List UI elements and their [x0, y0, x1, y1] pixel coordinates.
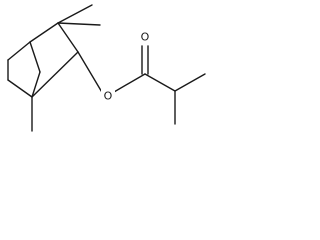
bicyclic-ring: [7, 22, 79, 98]
bond-c5-c4: [7, 79, 33, 98]
bond-c2-c3: [57, 22, 79, 53]
bond-c1-c7: [29, 41, 41, 73]
bond-oxygen-carbonyl: [113, 73, 146, 93]
bond-gem-methyl-2: [57, 22, 101, 26]
chemical-structure-diagram: O O: [7, 4, 206, 132]
atom-labels: O O: [101, 30, 152, 103]
bond-c1-c6: [7, 41, 31, 61]
bond-gem-methyl-1: [57, 4, 93, 24]
bond-carbonyl-ch: [144, 73, 176, 92]
bond-ch-methyl-1: [174, 73, 206, 92]
methyl-groups: [31, 4, 101, 132]
bond-c3-oxygen: [77, 51, 104, 95]
ester-group: [77, 45, 206, 125]
bond-c3-c4: [31, 51, 79, 98]
bond-c7-c4: [31, 71, 41, 98]
ester-oxygen-label: O: [104, 90, 113, 103]
carbonyl-oxygen-label: O: [141, 31, 150, 44]
bond-c1-c2: [29, 22, 59, 43]
